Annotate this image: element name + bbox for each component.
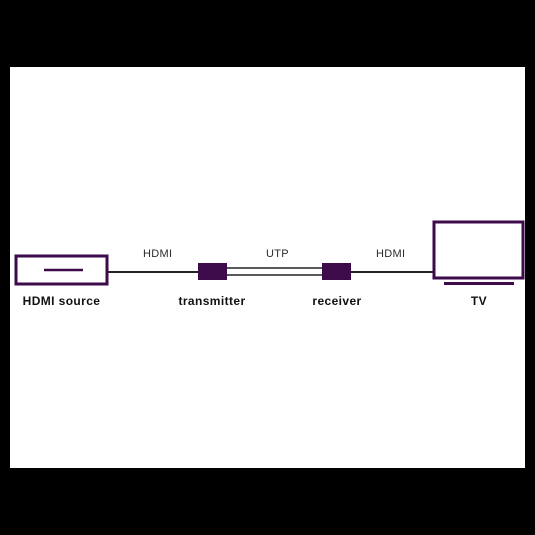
hdmi-source-device (14, 254, 109, 286)
hdmi-in-label: HDMI (143, 248, 173, 260)
utp-cable (227, 267, 322, 276)
hdmi-source-caption: HDMI source (22, 294, 101, 308)
receiver-device (322, 263, 351, 280)
hdmi-out-label: HDMI (376, 248, 406, 260)
tv-caption: TV (470, 294, 488, 308)
tv-device (432, 220, 525, 285)
tv-stand (444, 282, 514, 285)
utp-label: UTP (266, 248, 289, 260)
transmitter-caption: transmitter (178, 294, 246, 308)
receiver-caption: receiver (312, 294, 362, 308)
transmitter-device (198, 263, 227, 280)
